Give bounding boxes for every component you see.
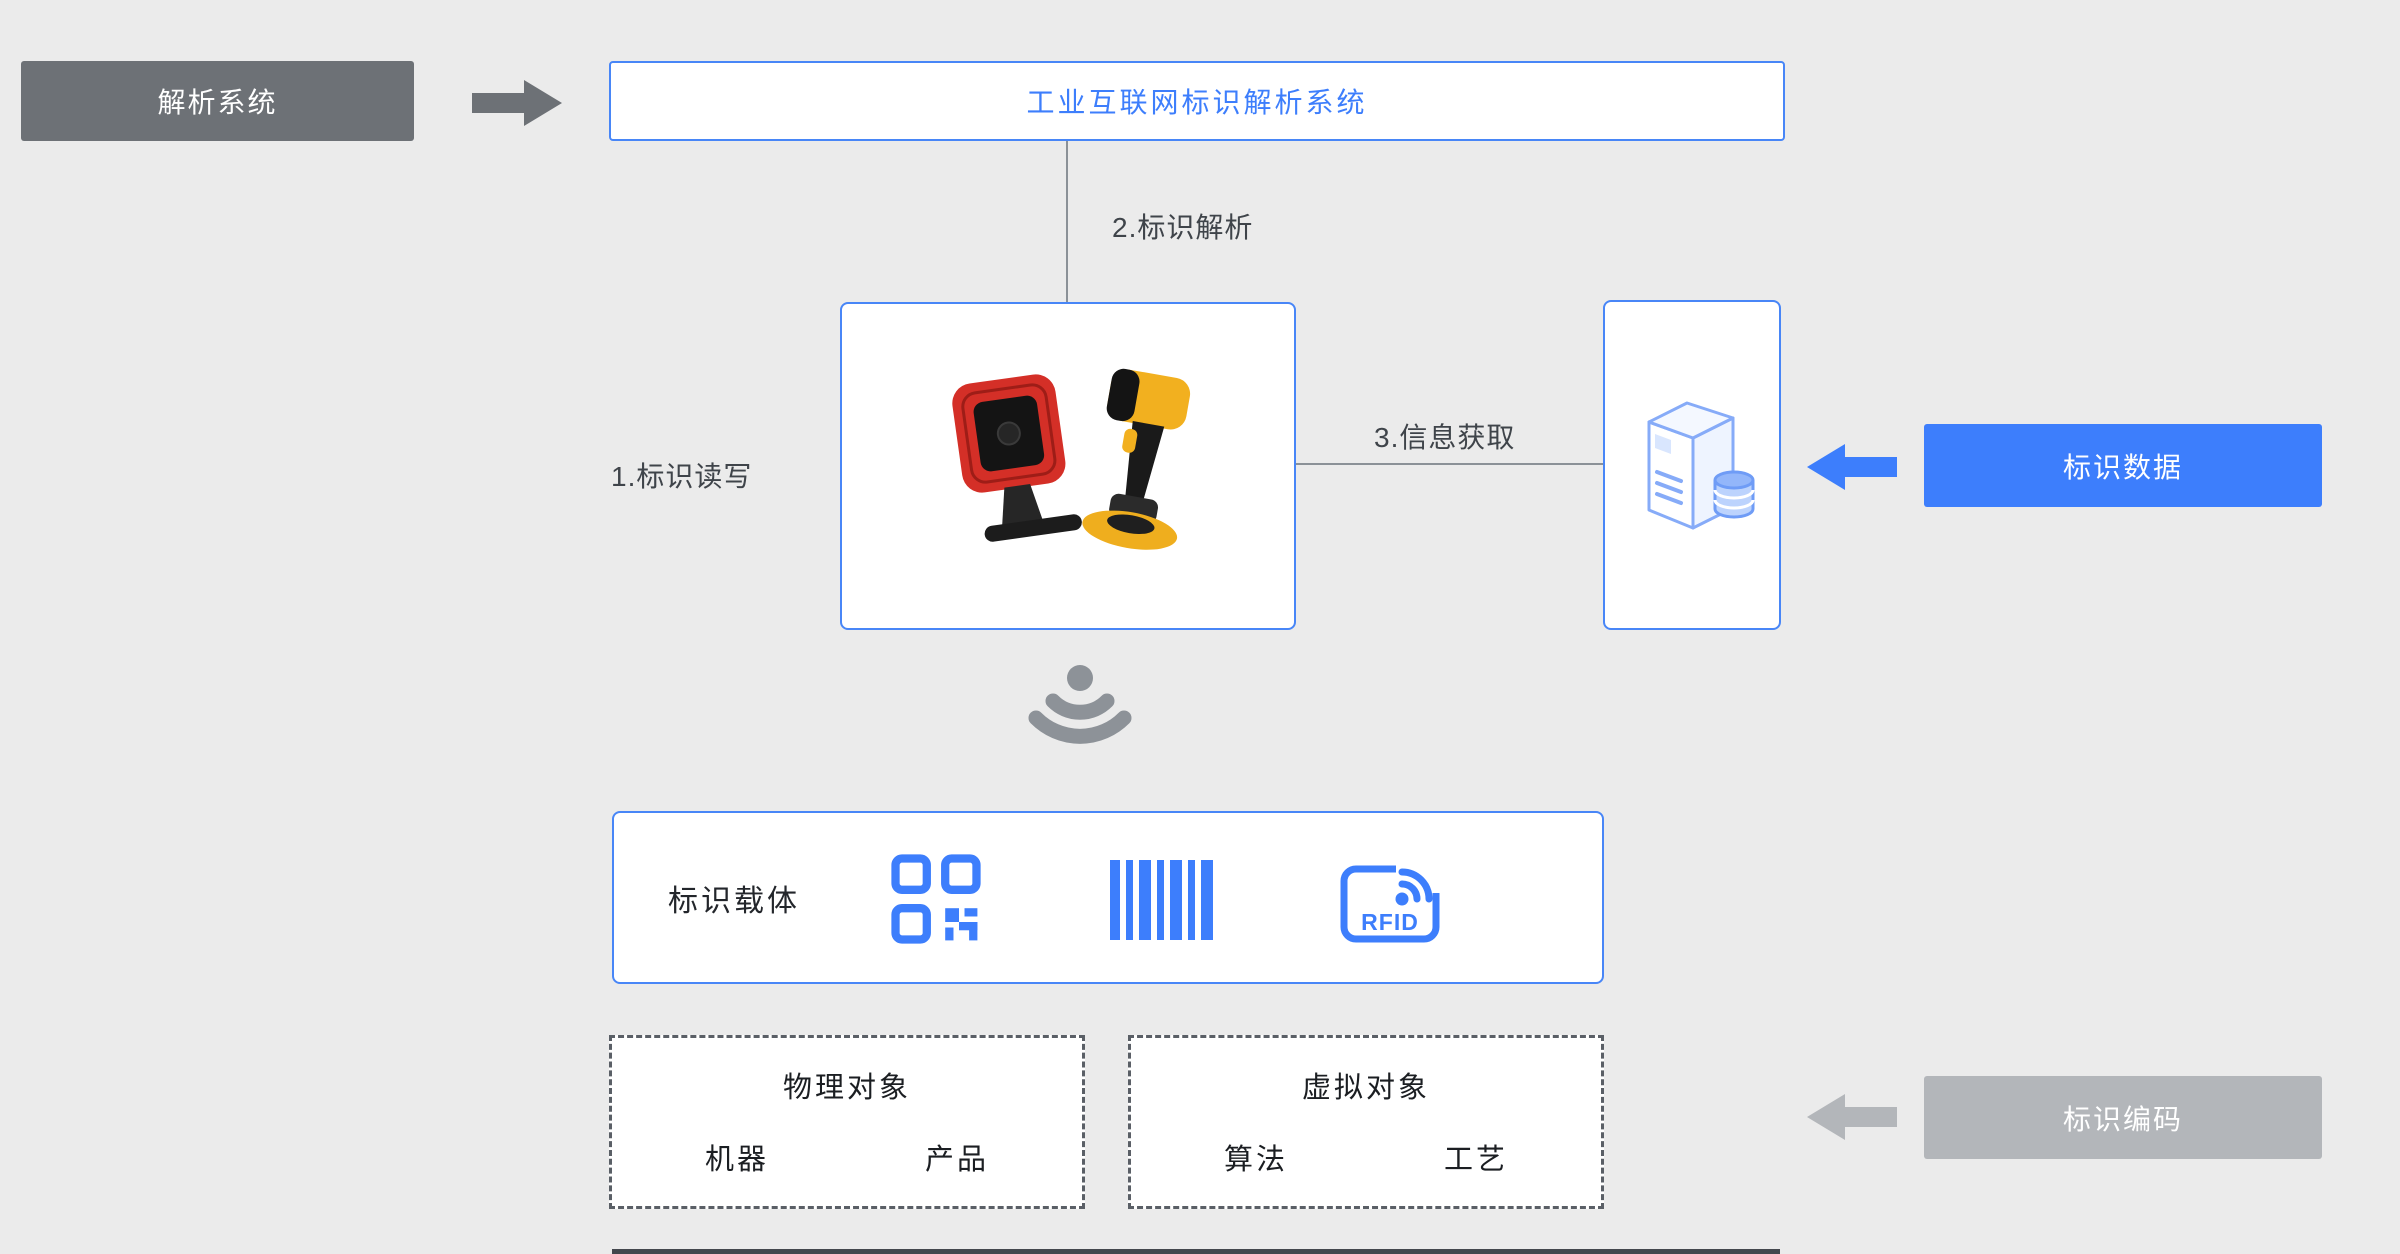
- scanner-box: [840, 302, 1296, 630]
- virtual-item-process: 工艺: [1444, 1144, 1509, 1176]
- scanner-devices-image: [952, 368, 1191, 550]
- handheld-scanner-image: [1082, 368, 1191, 550]
- desktop-scanner-image: [952, 374, 1082, 542]
- rfid-icon: RFID: [1340, 857, 1442, 943]
- resolution-system-tag-label: 解析系统: [157, 87, 278, 118]
- arrow-left-blue-icon: [1807, 444, 1897, 490]
- virtual-item-algorithm: 算法: [1223, 1144, 1288, 1176]
- physical-object-title: 物理对象: [782, 1072, 911, 1104]
- connector-platform-scanner: [1066, 141, 1068, 302]
- arrow-left-gray-icon: [1807, 1094, 1897, 1140]
- step2-resolution-label: 2.标识解析: [1112, 212, 1254, 243]
- step3-info-fetch-label: 3.信息获取: [1374, 422, 1516, 453]
- physical-item-product: 产品: [925, 1144, 990, 1176]
- platform-label: 工业互联网标识解析系统: [1026, 87, 1368, 118]
- qr-code-icon: [891, 854, 981, 944]
- platform-box: 工业互联网标识解析系统: [609, 61, 1785, 141]
- identifier-data-tag: 标识数据: [1924, 424, 2322, 507]
- identifier-data-tag-label: 标识数据: [2062, 451, 2183, 483]
- wifi-signal-icon: [1028, 665, 1132, 744]
- arrow-right-icon: [472, 80, 562, 126]
- virtual-object-items: 算法 工艺: [1224, 1136, 1508, 1178]
- database-cylinder-icon: [1713, 470, 1755, 519]
- server-database-icon: [1647, 401, 1755, 530]
- physical-object-items: 机器 产品: [705, 1136, 989, 1178]
- physical-item-machine: 机器: [704, 1144, 769, 1176]
- rfid-text: RFID: [1361, 909, 1419, 935]
- server-box: [1603, 300, 1781, 630]
- bottom-cropped-bar: [612, 1249, 1780, 1254]
- step1-read-write-label: 1.标识读写: [611, 461, 753, 492]
- carrier-box: 标识载体 RFID: [612, 811, 1604, 984]
- resolution-system-tag: 解析系统: [21, 61, 414, 141]
- identifier-encoding-tag-label: 标识编码: [2062, 1103, 2183, 1135]
- barcode-icon: [1110, 860, 1213, 940]
- identifier-encoding-tag: 标识编码: [1924, 1076, 2322, 1159]
- virtual-object-box: 虚拟对象 算法 工艺: [1128, 1035, 1604, 1209]
- virtual-object-title: 虚拟对象: [1301, 1072, 1430, 1104]
- carrier-label: 标识载体: [668, 884, 800, 918]
- physical-object-box: 物理对象 机器 产品: [609, 1035, 1085, 1209]
- connector-scanner-server: [1296, 463, 1603, 465]
